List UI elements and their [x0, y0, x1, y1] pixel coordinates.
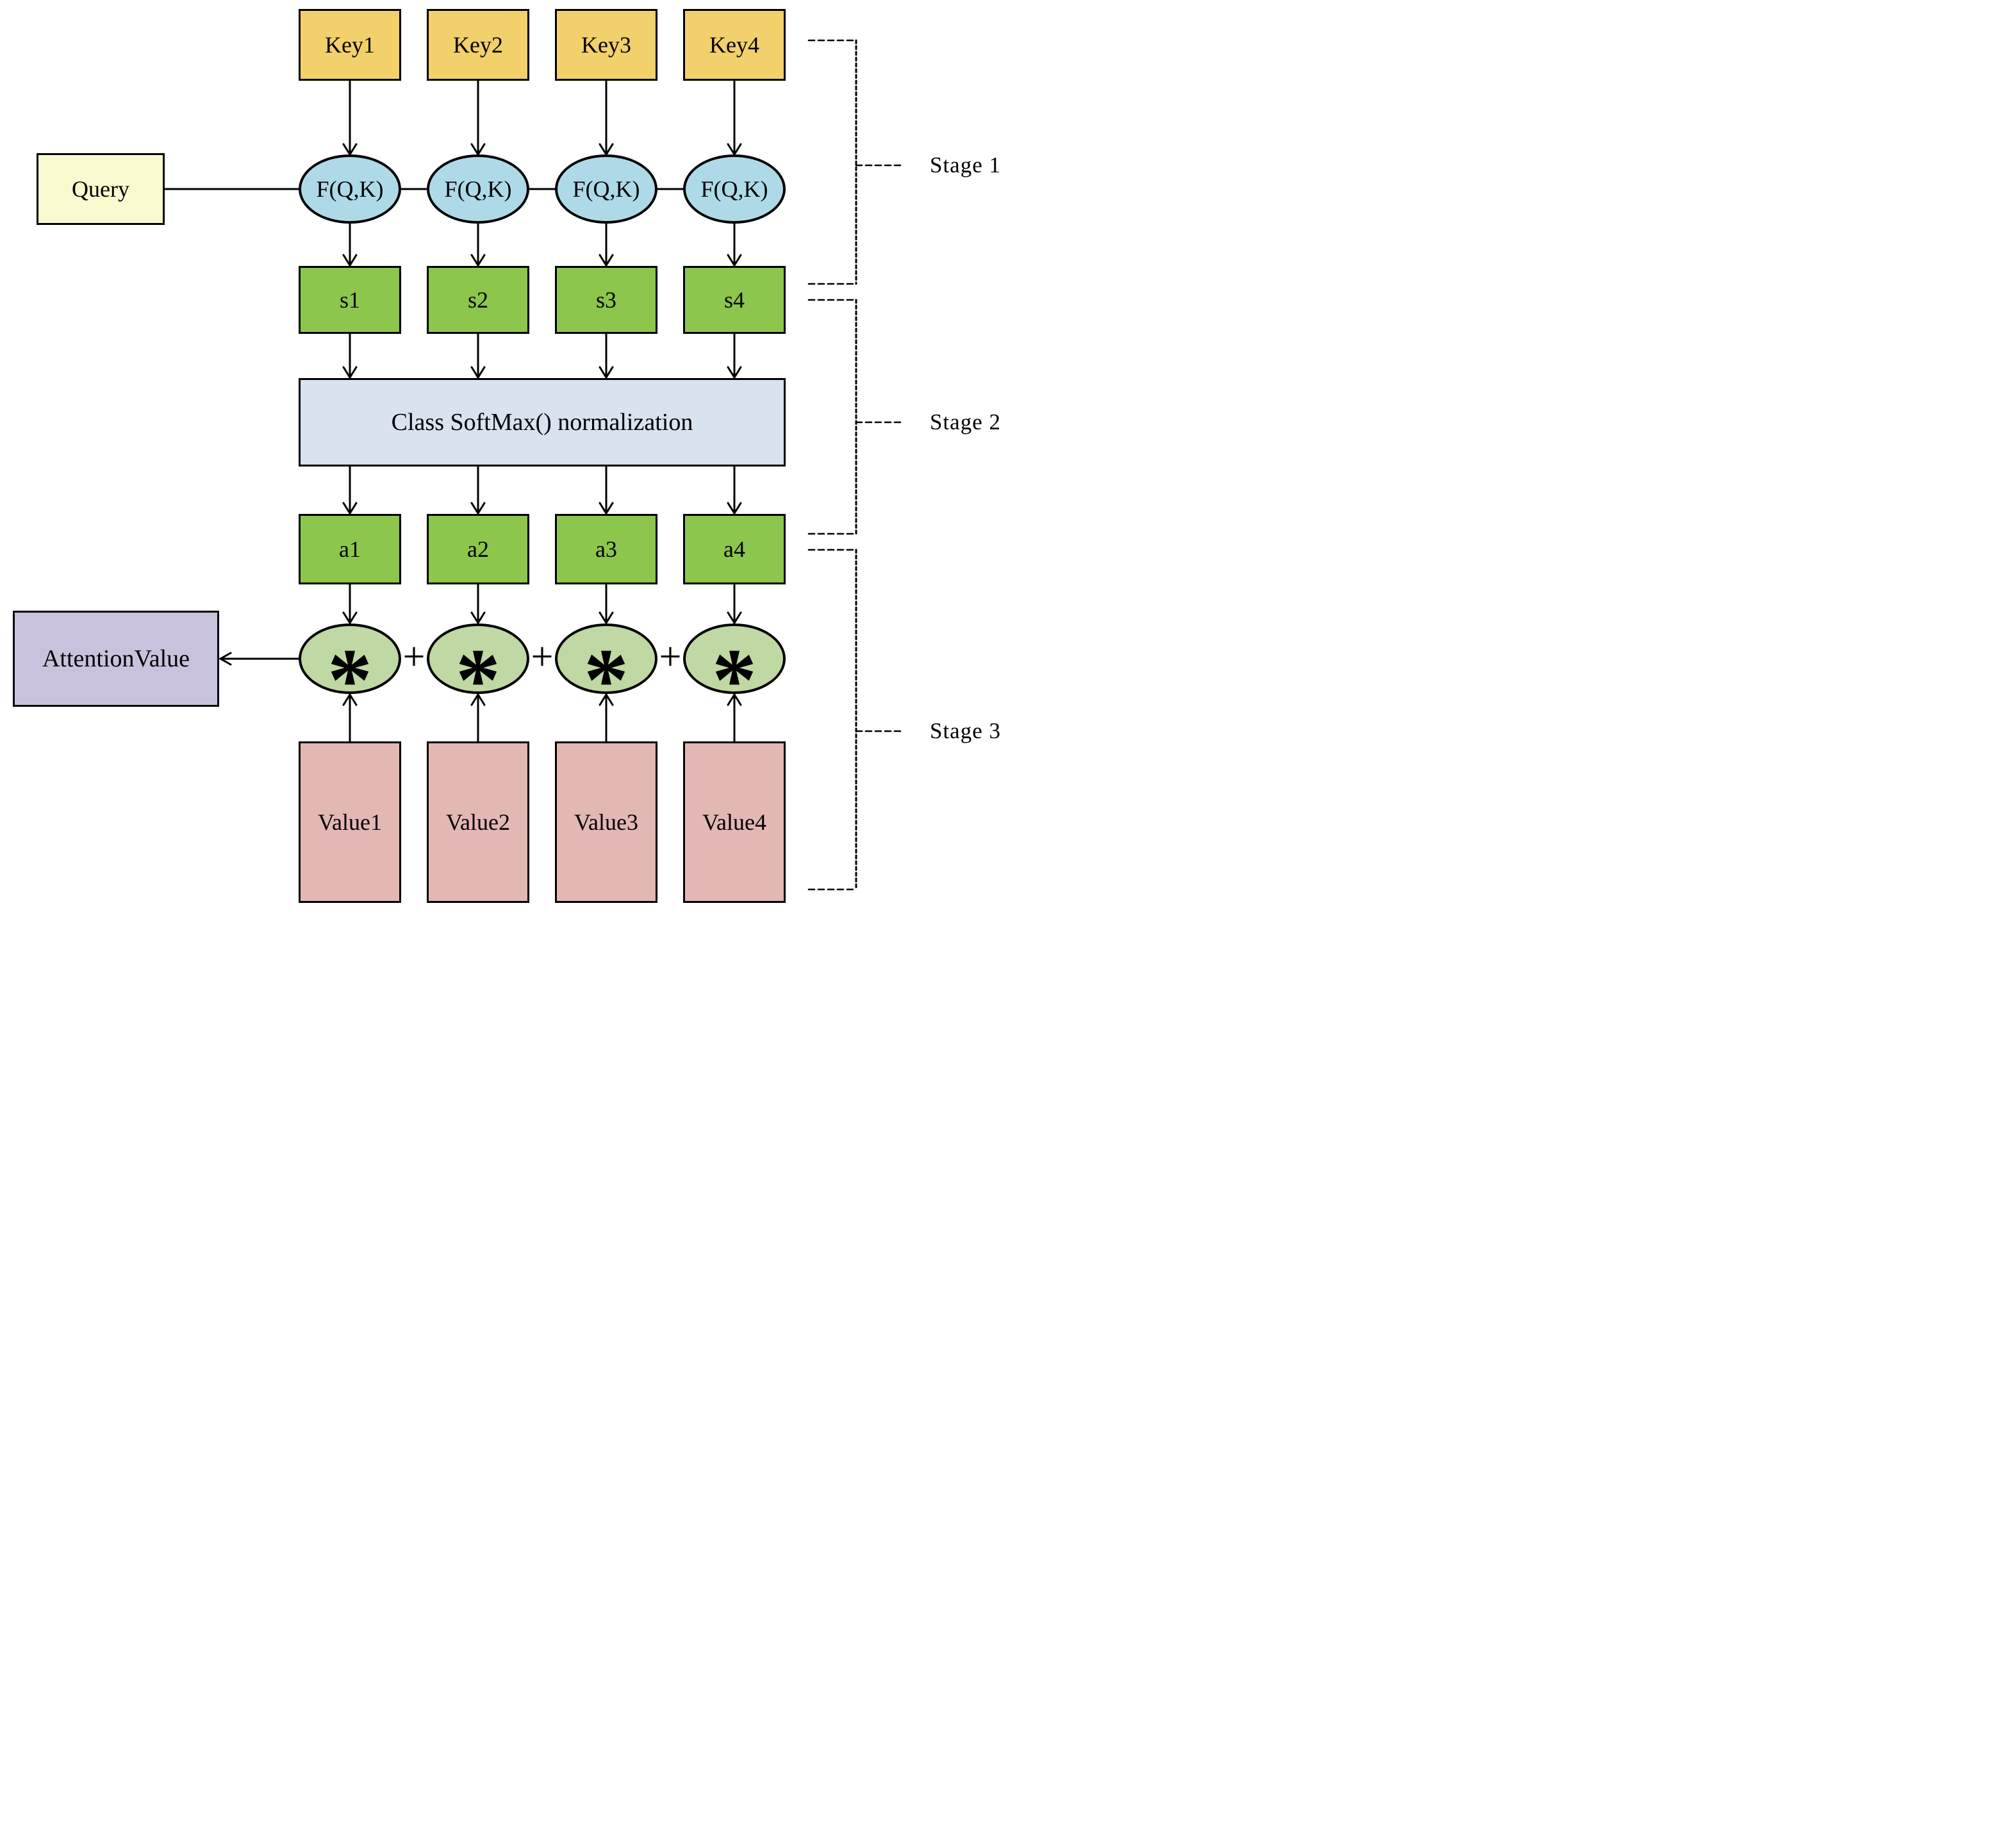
- multiply-operator-4: *: [712, 631, 757, 730]
- arrowhead-up-star1: [342, 693, 358, 706]
- value3-box: Value3: [555, 741, 657, 903]
- s4-box: s4: [683, 266, 786, 334]
- fqk-label-3: F(Q,K): [572, 176, 640, 202]
- a1-box: a1: [299, 514, 401, 584]
- value1-label: Value1: [318, 809, 382, 835]
- value4-box: Value4: [683, 741, 786, 903]
- softmax-box: Class SoftMax() normalization: [299, 378, 786, 467]
- stage1-label: Stage 1: [929, 153, 1001, 178]
- arrowhead-up-star3: [599, 693, 614, 706]
- a2-box: a2: [427, 514, 529, 584]
- s4-label: s4: [723, 287, 745, 313]
- fqk-ellipse-4: F(Q,K): [683, 154, 786, 224]
- attention-value-label: AttentionValue: [42, 645, 190, 672]
- query-label: Query: [72, 176, 129, 202]
- a3-label: a3: [595, 536, 617, 562]
- arrowhead-down-softmax-3: [599, 366, 614, 379]
- plus-operator-3: +: [659, 635, 682, 679]
- connector-layer: [164, 39, 905, 891]
- arrowhead-down-a3: [599, 502, 614, 515]
- arrowhead-down-a2: [470, 502, 486, 515]
- a3-box: a3: [555, 514, 657, 584]
- arrowhead-down-star2: [470, 611, 486, 625]
- column-1-connectors: [342, 80, 358, 743]
- arrowhead-down-a1: [342, 502, 358, 515]
- plus-operator-2: +: [531, 635, 554, 679]
- arrowhead-down-star4: [727, 611, 742, 625]
- key3-box: Key3: [555, 9, 657, 81]
- arrowhead-down-star3: [599, 611, 614, 625]
- a4-label: a4: [723, 536, 745, 562]
- multiply-operator-2: *: [456, 631, 500, 730]
- column-4-connectors: [727, 80, 742, 743]
- key3-label: Key3: [581, 32, 631, 58]
- value4-label: Value4: [702, 809, 766, 835]
- s3-label: s3: [595, 287, 616, 313]
- arrowhead-up-star4: [727, 693, 742, 706]
- s3-box: s3: [555, 266, 657, 334]
- arrowhead-down-softmax-1: [342, 366, 358, 379]
- key1-label: Key1: [325, 32, 375, 58]
- attention-mechanism-diagram: Key1 Key2 Key3 Key4 Query F(Q,K) F(Q,K) …: [0, 0, 1008, 912]
- multiply-operator-3: *: [584, 631, 629, 730]
- multiply-ellipse-1: [299, 623, 401, 694]
- arrowhead-down-s3: [599, 254, 614, 267]
- fqk-ellipse-1: F(Q,K): [299, 154, 401, 224]
- fqk-ellipse-2: F(Q,K): [427, 154, 529, 224]
- query-box: Query: [37, 153, 165, 225]
- stage3-bracket: [807, 549, 905, 891]
- stage1-bracket: [807, 39, 905, 285]
- s2-label: s2: [467, 287, 488, 313]
- s2-box: s2: [427, 266, 529, 334]
- softmax-label: Class SoftMax() normalization: [391, 409, 693, 436]
- arrowhead-down-star1: [342, 611, 358, 625]
- value2-box: Value2: [427, 741, 529, 903]
- value1-box: Value1: [299, 741, 401, 903]
- arrowhead-down-a4: [727, 502, 742, 515]
- multiply-ellipse-3: [555, 623, 657, 694]
- fqk-ellipse-3: F(Q,K): [555, 154, 657, 224]
- arrowhead-down-s4: [727, 254, 742, 267]
- multiply-ellipse-2: [427, 623, 529, 694]
- a4-box: a4: [683, 514, 786, 584]
- arrowhead-down-s1: [342, 254, 358, 267]
- fqk-label-1: F(Q,K): [316, 176, 384, 202]
- key2-box: Key2: [427, 9, 529, 81]
- key1-box: Key1: [299, 9, 401, 81]
- arrowhead-down-softmax-4: [727, 366, 742, 379]
- stage2-label: Stage 2: [929, 409, 1001, 434]
- multiply-ellipse-4: [683, 623, 786, 694]
- s1-box: s1: [299, 266, 401, 334]
- fqk-label-4: F(Q,K): [700, 176, 768, 202]
- key2-label: Key2: [453, 32, 503, 58]
- a2-label: a2: [467, 536, 489, 562]
- stage3-label: Stage 3: [929, 718, 1001, 743]
- s1-label: s1: [339, 287, 360, 313]
- arrowhead-left-attention: [218, 652, 232, 666]
- attention-value-box: AttentionValue: [13, 611, 219, 707]
- stage2-bracket: [807, 299, 905, 535]
- value2-label: Value2: [446, 809, 510, 835]
- plus-operator-1: +: [402, 635, 426, 679]
- arrowhead-up-star2: [470, 693, 486, 706]
- value3-label: Value3: [574, 809, 638, 835]
- arrowhead-down-s2: [470, 254, 486, 267]
- multiply-operator-1: *: [327, 631, 372, 730]
- key4-label: Key4: [709, 32, 759, 58]
- fqk-label-2: F(Q,K): [444, 176, 512, 202]
- a1-label: a1: [339, 536, 361, 562]
- column-3-connectors: [599, 80, 614, 743]
- arrowhead-down-softmax-2: [470, 366, 486, 379]
- key4-box: Key4: [683, 9, 786, 81]
